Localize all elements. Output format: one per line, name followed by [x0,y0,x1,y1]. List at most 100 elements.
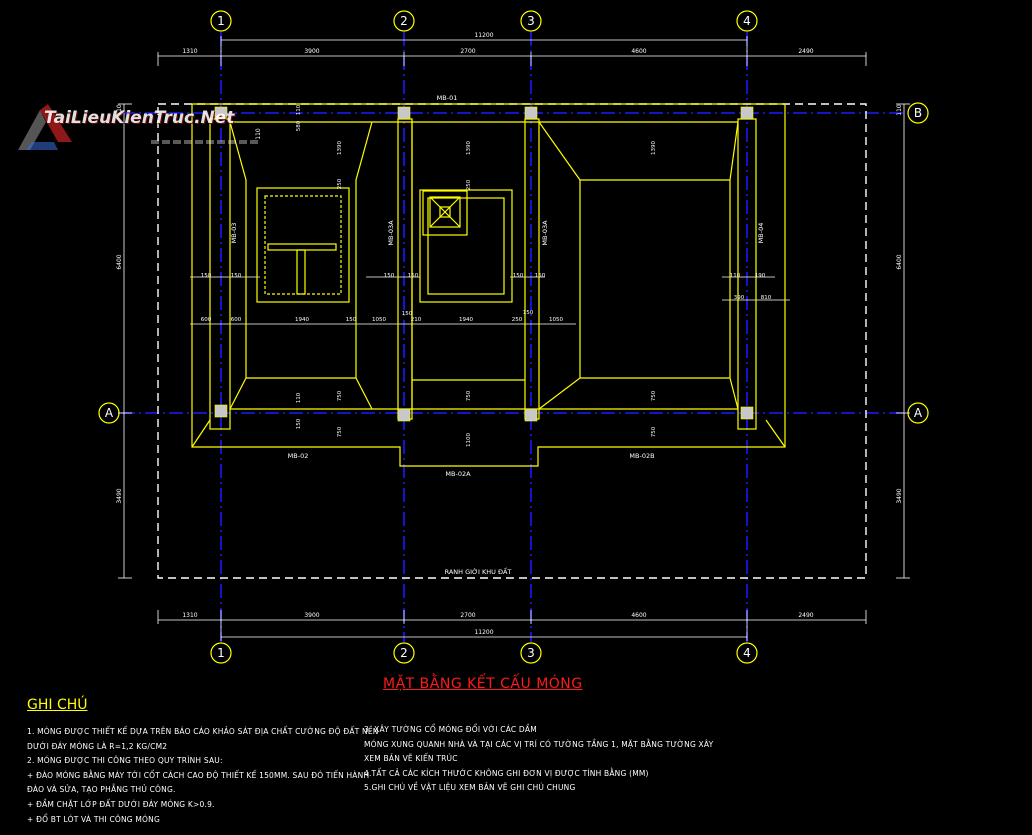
dim-150-v: 150 [296,418,302,429]
label-mb02b: MB-02B [629,452,654,460]
dim-w150-6: 150 [535,273,546,279]
dim-1390-c: 1390 [651,141,657,155]
dim-110-a: 110 [296,392,302,403]
dim-left-lower: 3490 [116,488,123,503]
dim-w110-r: 110 [730,273,741,279]
grid-label-col-2-top: 2 [400,14,408,28]
dim-right-ab-1: 110 [896,104,903,116]
dim-w150-1: 150 [201,273,212,279]
grid-label-row-a-right: A [914,406,923,420]
label-mb03: MB-03 [230,223,238,244]
dim-110-top: 110 [296,104,302,115]
grid-label-col-3-top: 3 [527,14,535,28]
dim-w150-3: 150 [384,273,395,279]
dim-row-600-a: 600 [201,317,212,323]
dim-row-810: 810 [761,295,772,301]
dim-750-a: 750 [337,390,343,401]
dim-row-1050-a: 1050 [372,317,386,323]
watermark-dots [151,140,258,144]
logo-icon [18,104,72,150]
label-mb03a-1: MB-03A [387,220,395,246]
dim-top-2: 3900 [304,48,319,55]
dim-top-total: 11200 [474,32,493,39]
note-line: XEM BẢN VẼ KIẾN TRÚC [364,754,458,764]
dim-row-150-b: 150 [402,311,413,317]
grid-label-col-4-top: 4 [743,14,751,28]
dim-row-250: 250 [512,317,523,323]
note-line: 3. XÂY TƯỜNG CỔ MÓNG ĐỔI VỚI CÁC DẦM [364,725,537,734]
grid-label-col-1-bottom: 1 [217,646,225,660]
note-line: ĐÀO VÀ SỬA, TẠO PHẲNG THỦ CÔNG. [27,785,176,795]
notes-left-column: 1. MÓNG ĐƯỢC THIẾT KẾ DỰA TRÊN BÁO CÁO K… [27,725,379,827]
dim-bottom-3: 2700 [460,612,475,619]
note-line: 2. MÓNG ĐƯỢC THI CÔNG THEO QUY TRÌNH SAU… [27,756,223,766]
dim-bottom-1: 1310 [182,612,197,619]
dimension-lines [118,36,910,641]
dim-w90-r: 190 [755,273,766,279]
watermark-logo: TaiLieuKienTruc.Net [14,102,259,158]
notes-right-column: 3. XÂY TƯỜNG CỔ MÓNG ĐỔI VỚI CÁC DẦM MÓN… [364,723,713,796]
columns [214,106,754,422]
dim-left-upper: 6400 [116,254,123,269]
dim-right-upper: 6400 [896,254,903,269]
dim-750-d: 750 [651,390,657,401]
grid-label-col-3-bottom: 3 [527,646,535,660]
dim-right-lower: 3490 [896,488,903,503]
note-line: + ĐỔ BT LÓT VÀ THI CÔNG MÓNG [27,814,160,824]
dim-1390-a: 1390 [337,141,343,155]
note-line: DƯỚI ĐÁY MÓNG LÀ R=1,2 KG/CM2 [27,741,168,751]
label-mb02: MB-02 [288,452,309,460]
dim-top-5: 2490 [798,48,813,55]
dim-bottom-4: 4600 [631,612,646,619]
dim-bottom-total: 11200 [474,629,493,636]
dim-w150-4: 150 [408,273,419,279]
label-mb02a: MB-02A [445,470,471,478]
drawing-title: MẶT BẰNG KẾT CẤU MÓNG [383,676,583,692]
dim-w150-5: 150 [513,273,524,279]
grid-label-col-2-bottom: 2 [400,646,408,660]
note-line: + ĐÀO MÓNG BẰNG MÁY TỚI CỐT CÁCH CAO ĐỘ … [27,770,370,780]
dim-row-1050-b: 1050 [549,317,563,323]
dim-750-b: 750 [337,426,343,437]
note-line: 1. MÓNG ĐƯỢC THIẾT KẾ DỰA TRÊN BÁO CÁO K… [27,727,379,736]
dim-top-3: 2700 [460,48,475,55]
dim-750-e: 750 [651,426,657,437]
dim-580: 580 [296,120,302,131]
dim-bottom-5: 2490 [798,612,813,619]
dim-1100: 1100 [466,433,472,447]
grid-label-row-b-right: B [914,106,922,120]
dim-row-600-b: 600 [231,317,242,323]
dim-right-ab-2: 110 [255,128,262,140]
dim-w150-2: 150 [231,273,242,279]
note-line: + ĐẦM CHẶT LỚP ĐẤT DƯỚI ĐÁY MÓNG K>0.9. [27,799,215,809]
dim-top-1: 1310 [182,48,197,55]
dim-row-390: 390 [734,295,745,301]
note-line: MÓNG XUNG QUANH NHÀ VÀ TẠI CÁC VỊ TRÍ CÓ… [364,739,714,749]
label-mb04: MB-04 [757,223,765,244]
grid-label-col-1-top: 1 [217,14,225,28]
dim-750-c: 750 [466,390,472,401]
dim-250-a: 250 [337,178,343,189]
grid-lines [121,32,905,642]
grid-label-row-a-left: A [105,406,114,420]
dim-left-ab: 110 [116,104,123,116]
dim-row-1940-a: 1940 [295,317,309,323]
dim-row-1940-b: 1940 [459,317,473,323]
grid-label-col-4-bottom: 4 [743,646,751,660]
note-line: 5.GHI CHÚ VỀ VẬT LIỆU XEM BẢN VẼ GHI CHÚ… [364,783,576,793]
dim-1390-b: 1390 [466,141,472,155]
dim-250-b: 250 [466,179,472,190]
dim-row-210: 210 [411,317,422,323]
dim-top-4: 4600 [631,48,646,55]
label-mb01: MB-01 [437,94,458,102]
label-mb03a-2: MB-03A [541,220,549,246]
label-site-boundary: RANH GIỚI KHU ĐẤT [445,566,512,576]
note-line: 4.TẤT CẢ CÁC KÍCH THƯỚC KHÔNG GHI ĐƠN VỊ… [364,768,649,778]
watermark-text: TaiLieuKienTruc.Net [44,108,235,128]
dim-row-150-c: 150 [523,310,534,316]
dim-bottom-2: 3900 [304,612,319,619]
grid-bubbles [98,10,929,664]
dim-row-150-a: 150 [346,317,357,323]
notes-heading: GHI CHÚ [27,697,88,713]
